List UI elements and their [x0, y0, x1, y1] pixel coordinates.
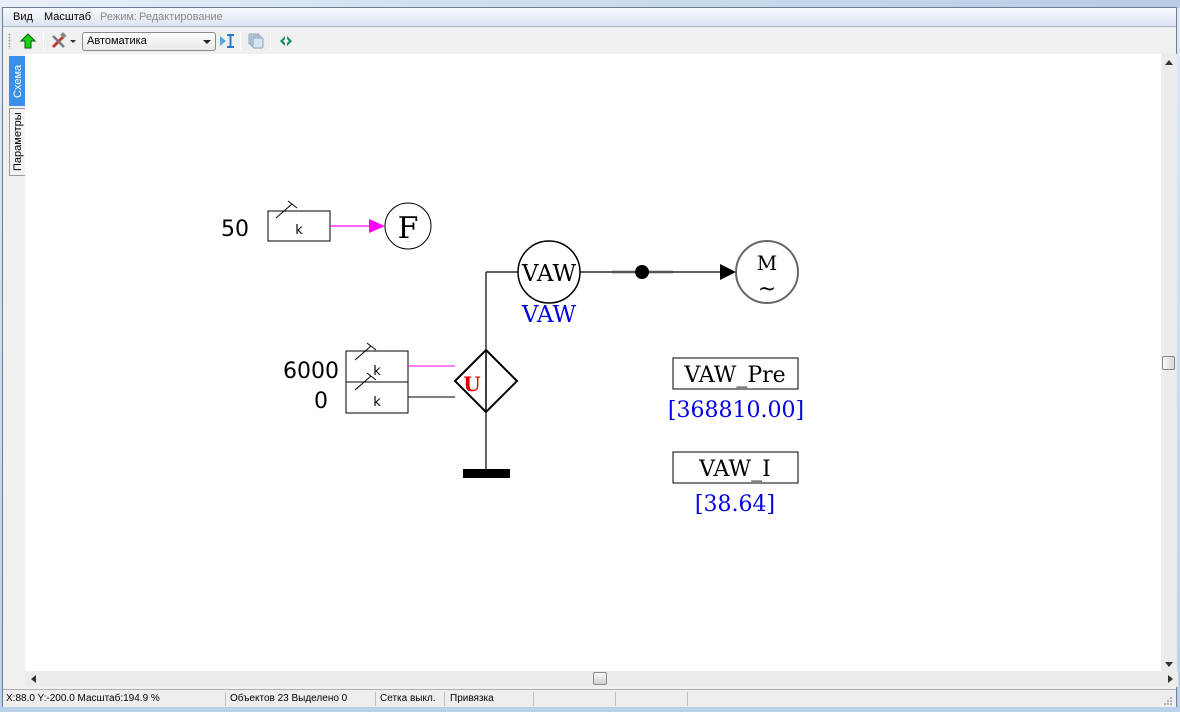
status-coords: X:88.0 Y:-200.0 Масштаб:194.9 % — [6, 693, 160, 704]
gain-label: k — [373, 364, 381, 379]
input-value-6000[interactable]: 6000 — [283, 359, 339, 384]
scroll-down-icon[interactable] — [1165, 662, 1173, 667]
schema-diagram: 50 k F VAW — [221, 200, 804, 517]
motor-symbol[interactable]: M ~ — [735, 240, 799, 304]
status-grid-toggle[interactable]: Сетка выкл. — [380, 693, 436, 704]
status-bar: X:88.0 Y:-200.0 Масштаб:194.9 % Объектов… — [3, 689, 1176, 707]
status-divider — [533, 692, 534, 706]
gain-label: k — [295, 223, 303, 238]
refresh-cycle-icon — [280, 36, 292, 46]
mode-select[interactable]: Автоматика — [82, 32, 216, 51]
status-divider — [444, 692, 445, 706]
title-strip — [0, 0, 1180, 8]
status-divider — [687, 692, 688, 706]
f-source-symbol[interactable]: F — [384, 202, 432, 250]
ground-symbol — [463, 469, 510, 478]
arrow-head-icon — [369, 219, 385, 233]
step-cursor-icon — [220, 34, 234, 48]
vaw-caption: VAW — [521, 302, 577, 328]
gain-block-2[interactable]: k — [345, 342, 409, 383]
toolbar-separator — [240, 33, 241, 50]
toolbar-grip[interactable] — [8, 33, 11, 49]
tools-button[interactable] — [50, 31, 78, 51]
motor-ac-symbol: ~ — [758, 277, 776, 302]
layers-button[interactable] — [246, 31, 266, 51]
gain-label: k — [373, 395, 381, 410]
up-button[interactable] — [18, 31, 38, 51]
chevron-down-icon — [203, 40, 211, 44]
layers-icon — [248, 33, 264, 49]
status-objects: Объектов 23 Выделено 0 — [230, 693, 348, 704]
editor-frame: Вид Масштаб Режим: Редактирование Автома… — [2, 7, 1178, 707]
resize-grip-icon[interactable] — [1163, 696, 1173, 706]
step-button[interactable] — [217, 31, 237, 51]
input-value-0[interactable]: 0 — [314, 389, 328, 414]
gain-block-1[interactable]: k — [267, 200, 331, 242]
horizontal-scrollbar[interactable] — [25, 671, 1178, 687]
menu-view[interactable]: Вид — [13, 11, 33, 23]
toolbar-separator — [270, 33, 271, 50]
indicator-name: VAW_Pre — [683, 363, 785, 388]
menu-scale[interactable]: Масштаб — [44, 11, 92, 23]
arrow-head-icon — [720, 264, 736, 280]
indicator-value: [368810.00] — [668, 398, 804, 423]
toolbar: Автоматика — [3, 28, 1176, 54]
voltage-source-symbol[interactable]: U — [453, 348, 519, 414]
scroll-right-icon[interactable] — [1168, 675, 1173, 683]
indicator-name: VAW_I — [698, 457, 771, 482]
f-label: F — [398, 211, 419, 246]
status-divider — [225, 692, 226, 706]
motor-label: M — [757, 251, 777, 275]
mode-select-value: Автоматика — [87, 35, 147, 47]
vaw-symbol-label: VAW — [521, 261, 577, 287]
horizontal-scroll-thumb[interactable] — [593, 672, 607, 685]
scroll-up-icon[interactable] — [1165, 60, 1173, 65]
vertical-scroll-thumb[interactable] — [1162, 356, 1175, 370]
status-divider — [375, 692, 376, 706]
mode-value: Редактирование — [139, 11, 223, 23]
menu-bar: Вид Масштаб Режим: Редактирование — [3, 8, 1176, 27]
side-tabs: Схема Параметры — [7, 56, 27, 676]
refresh-button[interactable] — [276, 31, 296, 51]
scroll-left-icon[interactable] — [31, 675, 36, 683]
breaker-node[interactable] — [635, 265, 649, 279]
vertical-scrollbar[interactable] — [1161, 54, 1177, 676]
schema-canvas[interactable]: 50 k F VAW — [25, 54, 1165, 671]
u-label: U — [463, 372, 480, 396]
toolbar-separator — [43, 33, 44, 50]
vaw-meter-symbol[interactable]: VAW — [517, 240, 581, 304]
mode-label: Режим: — [100, 11, 137, 23]
gain-block-3[interactable]: k — [345, 372, 409, 414]
tools-icon — [51, 32, 76, 49]
indicator-value: [38.64] — [695, 492, 775, 517]
input-value-50[interactable]: 50 — [221, 217, 249, 242]
indicator-vaw-pre[interactable]: VAW_Pre — [672, 357, 799, 390]
status-divider — [615, 692, 616, 706]
status-snap-toggle[interactable]: Привязка — [450, 693, 494, 704]
indicator-vaw-i[interactable]: VAW_I — [672, 451, 799, 484]
green-up-arrow-icon — [20, 33, 36, 49]
